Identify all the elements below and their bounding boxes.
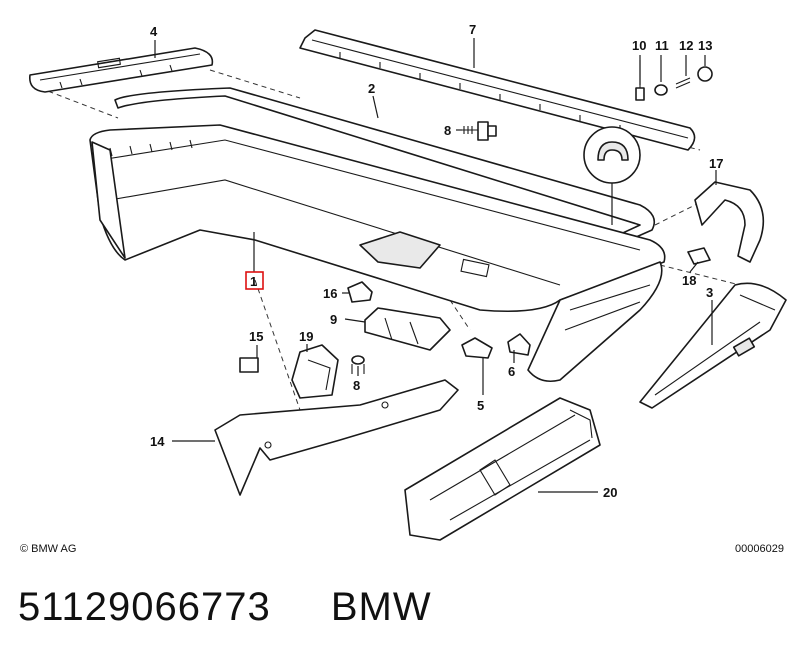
leader-lines bbox=[154, 38, 717, 493]
callout-3[interactable]: 3 bbox=[706, 285, 713, 300]
part-9-cover-plate bbox=[364, 307, 451, 351]
callout-11[interactable]: 11 bbox=[655, 38, 669, 53]
part-19-bracket bbox=[291, 344, 339, 399]
part-8-screw-upper bbox=[462, 121, 497, 141]
part-4-bracket bbox=[28, 47, 214, 93]
callout-18[interactable]: 18 bbox=[682, 273, 696, 288]
callout-17[interactable]: 17 bbox=[709, 156, 723, 171]
part-15-nut bbox=[239, 357, 259, 373]
callout-2[interactable]: 2 bbox=[368, 81, 375, 96]
part-18-clip bbox=[687, 247, 711, 265]
part-20-undertray bbox=[404, 397, 601, 541]
part-8-screw-lower bbox=[351, 355, 365, 374]
part-3-side-trim bbox=[639, 282, 787, 409]
seal-profile-inset bbox=[583, 126, 641, 225]
part-17-bracket bbox=[694, 181, 765, 263]
callout-8-lower[interactable]: 8 bbox=[353, 378, 360, 393]
callout-labels: 1 2 3 4 5 6 7 8 8 9 10 11 12 13 14 15 16… bbox=[150, 22, 723, 500]
callout-5[interactable]: 5 bbox=[477, 398, 484, 413]
exploded-view-drawing: 1 2 3 4 5 6 7 8 8 9 10 11 12 13 14 15 16… bbox=[20, 22, 787, 555]
part-7-trim-strip bbox=[299, 29, 696, 151]
callout-20[interactable]: 20 bbox=[603, 485, 617, 500]
callout-4[interactable]: 4 bbox=[150, 24, 158, 39]
fastener-set bbox=[635, 60, 713, 101]
footer-caption: 51129066773 BMW bbox=[18, 585, 432, 630]
copyright-label: © BMW AG bbox=[20, 543, 76, 555]
diagram-code: 00006029 bbox=[735, 543, 784, 555]
callout-9[interactable]: 9 bbox=[330, 312, 337, 327]
callout-10[interactable]: 10 bbox=[632, 38, 646, 53]
callout-1[interactable]: 1 bbox=[250, 274, 257, 289]
brand-name: BMW bbox=[330, 585, 432, 629]
callout-13[interactable]: 13 bbox=[698, 38, 712, 53]
part-1-bumper-cover bbox=[89, 124, 666, 312]
callout-12[interactable]: 12 bbox=[679, 38, 693, 53]
callout-14[interactable]: 14 bbox=[150, 434, 165, 449]
callout-1-highlight[interactable] bbox=[245, 271, 264, 290]
parts-diagram: 1 2 3 4 5 6 7 8 8 9 10 11 12 13 14 15 16… bbox=[20, 22, 787, 555]
callout-19[interactable]: 19 bbox=[299, 329, 313, 344]
callout-7[interactable]: 7 bbox=[469, 22, 476, 37]
callout-16[interactable]: 16 bbox=[323, 286, 337, 301]
part-14-support bbox=[214, 379, 459, 496]
part-6-clip bbox=[507, 333, 531, 356]
callout-6[interactable]: 6 bbox=[508, 364, 515, 379]
callout-15[interactable]: 15 bbox=[249, 329, 263, 344]
part-16-clip bbox=[347, 281, 373, 303]
part-number: 51129066773 bbox=[18, 585, 271, 629]
callout-8-upper[interactable]: 8 bbox=[444, 123, 451, 138]
part-5-clip bbox=[461, 337, 493, 359]
part-1-end-cap bbox=[527, 261, 663, 383]
